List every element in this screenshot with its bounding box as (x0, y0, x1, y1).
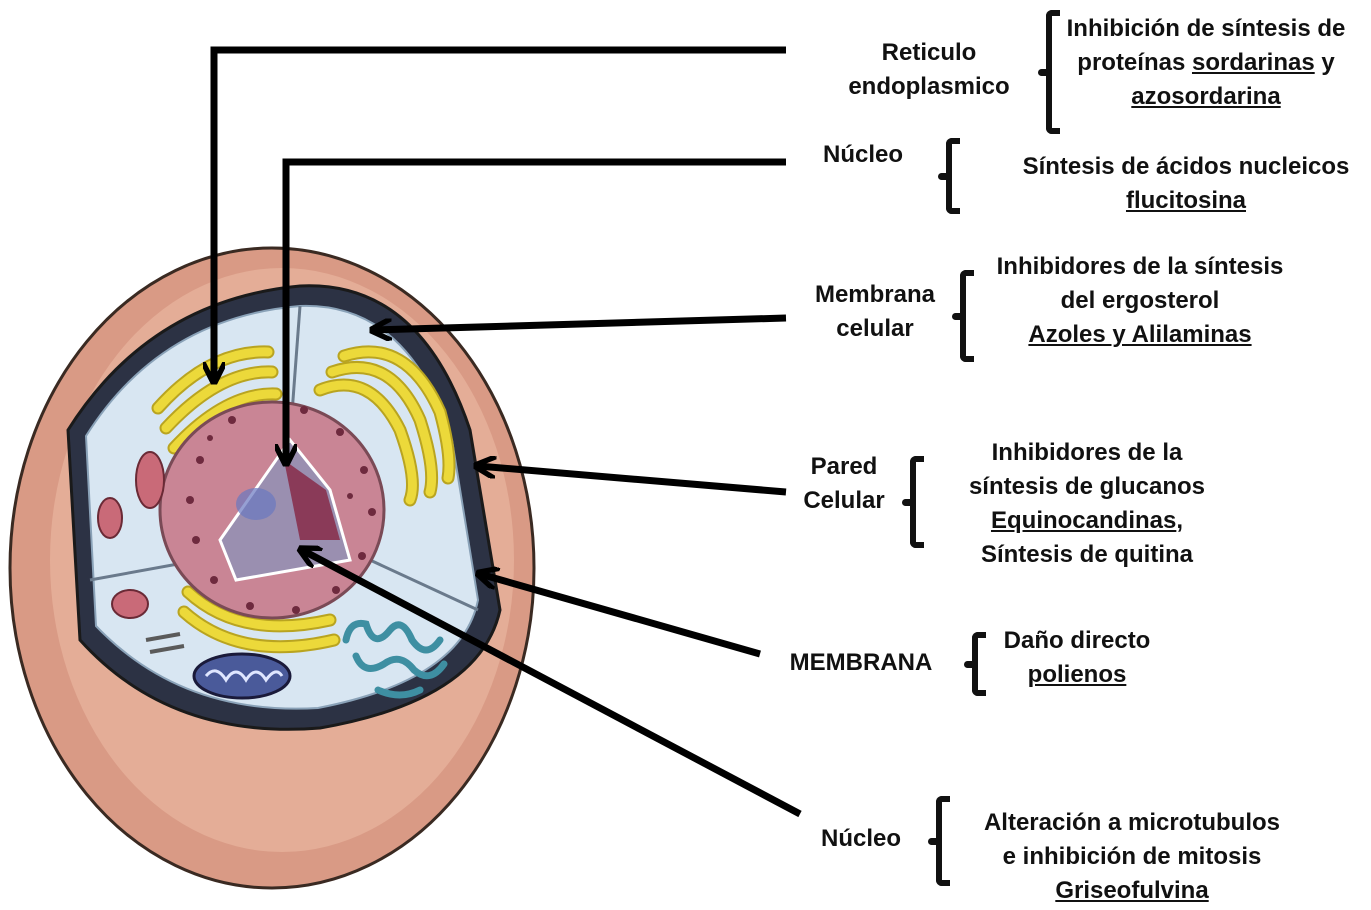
label-nucleo-2: Núcleo (808, 822, 914, 856)
brace-nucleo-2 (936, 796, 950, 886)
desc-membrana: Daño directo polienos (990, 624, 1164, 692)
desc-pared-celular-line4: Síntesis de quitina (950, 538, 1224, 572)
desc-nucleo-2: Alteración a microtubulos e inhibición d… (964, 806, 1300, 908)
drug-flucitosina: flucitosina (1010, 184, 1362, 218)
vesicle (112, 590, 148, 618)
desc-pared-celular-line1: Inhibidores de la (950, 436, 1224, 470)
drug-azoles-alilaminas: Azoles y Alilaminas (980, 318, 1300, 352)
drug-polienos: polienos (990, 658, 1164, 692)
brace-membrana (972, 632, 986, 696)
desc-reticulo-end: y (1315, 49, 1335, 76)
vesicle (98, 498, 122, 538)
desc-reticulo-line1: Inhibición de síntesis de (1056, 12, 1356, 46)
label-reticulo-line1: Reticulo (836, 36, 1022, 70)
desc-nucleo-1-line1: Síntesis de ácidos nucleicos (1010, 150, 1362, 184)
desc-nucleo-2-line2: e inhibición de mitosis (964, 840, 1300, 874)
label-reticulo-line2: endoplasmico (836, 70, 1022, 104)
desc-nucleo-1: Síntesis de ácidos nucleicos flucitosina (1010, 150, 1362, 218)
label-membrana-celular: Membrana celular (800, 278, 950, 346)
desc-reticulo: Inhibición de síntesis de proteínas sord… (1056, 12, 1356, 114)
drug-equinocandinas: Equinocandinas (991, 507, 1176, 534)
drug-griseofulvina: Griseofulvina (964, 874, 1300, 908)
label-nucleo-1: Núcleo (808, 138, 918, 172)
brace-membrana-celular (960, 270, 974, 362)
label-membrana: MEMBRANA (778, 646, 944, 680)
desc-nucleo-2-line1: Alteración a microtubulos (964, 806, 1300, 840)
desc-pared-celular-line2: síntesis de glucanos (950, 470, 1224, 504)
label-pared-celular-line1: Pared (786, 450, 902, 484)
label-pared-celular-line2: Celular (786, 484, 902, 518)
brace-nucleo-1 (946, 138, 960, 214)
desc-pared-celular: Inhibidores de la síntesis de glucanos E… (950, 436, 1224, 572)
desc-reticulo-text: proteínas (1077, 49, 1192, 76)
drug-azosordarina: azosordarina (1056, 80, 1356, 114)
desc-reticulo-line2: proteínas sordarinas y (1056, 46, 1356, 80)
label-pared-celular: Pared Celular (786, 450, 902, 518)
desc-membrana-celular-line1: Inhibidores de la síntesis (980, 250, 1300, 284)
label-membrana-celular-line1: Membrana (800, 278, 950, 312)
drug-sordarinas: sordarinas (1192, 49, 1315, 76)
nucleus-blue-region (236, 488, 276, 520)
label-reticulo: Reticulo endoplasmico (836, 36, 1022, 104)
desc-membrana-celular: Inhibidores de la síntesis del ergostero… (980, 250, 1300, 352)
desc-membrana-line1: Daño directo (990, 624, 1164, 658)
desc-pared-celular-line3: Equinocandinas, (950, 504, 1224, 538)
desc-pared-celular-comma: , (1176, 507, 1183, 534)
brace-pared-celular (910, 456, 924, 548)
vesicle (136, 452, 164, 508)
label-membrana-celular-line2: celular (800, 312, 950, 346)
desc-membrana-celular-line2: del ergosterol (980, 284, 1300, 318)
